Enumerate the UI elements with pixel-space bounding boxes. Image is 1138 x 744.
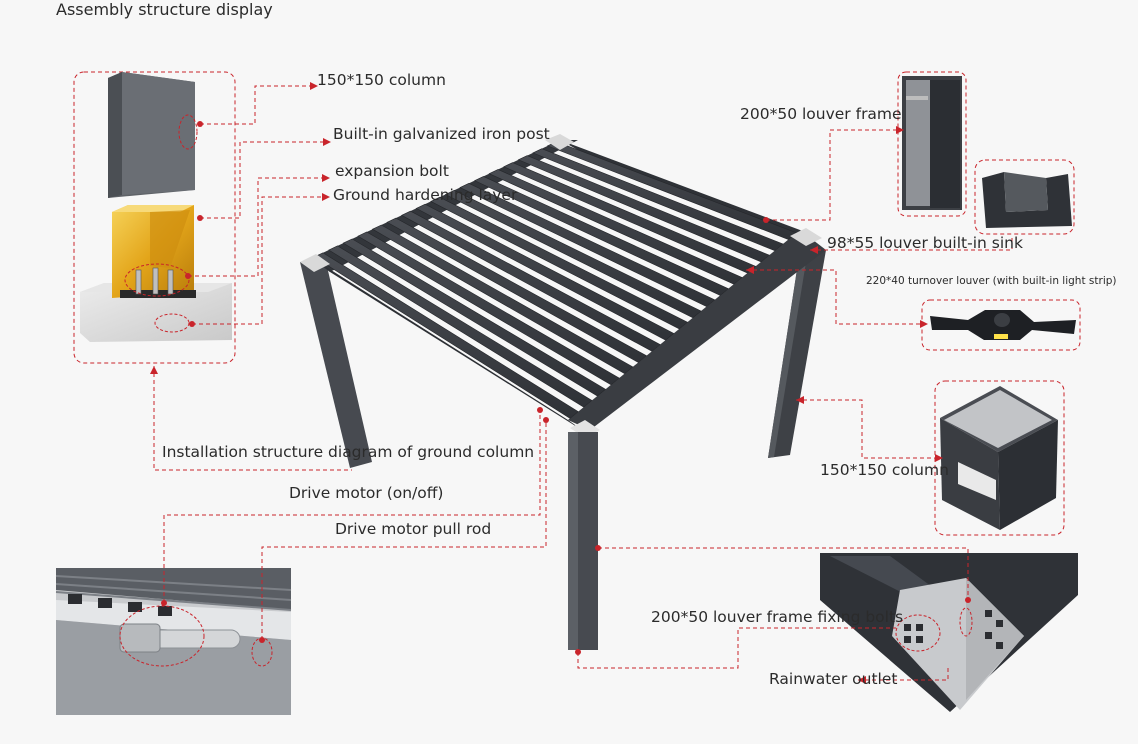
corner-bracket-icon xyxy=(820,553,1078,712)
louver-slat xyxy=(415,203,675,341)
pergola-illustration xyxy=(300,134,826,650)
label-150-column-right: 150*150 column xyxy=(820,461,949,479)
louver-slat xyxy=(503,162,757,274)
label-150-column-top: 150*150 column xyxy=(317,71,446,89)
louver-slat xyxy=(488,169,743,285)
louver-sink-profile-icon xyxy=(974,159,1075,235)
louver-slat xyxy=(459,183,716,307)
louver-slat xyxy=(342,238,607,397)
diagram-title: Assembly structure display xyxy=(56,0,273,19)
ground-column-footing-icon xyxy=(80,205,232,342)
louver-slat xyxy=(401,210,661,352)
louver-slats xyxy=(313,141,798,419)
louver-slat xyxy=(517,155,770,263)
louver-slat xyxy=(473,176,729,296)
label-drive-motor-pull-rod: Drive motor pull rod xyxy=(335,520,492,538)
label-rainwater-outlet: Rainwater outlet xyxy=(769,670,898,688)
louver-slat xyxy=(357,231,620,386)
louver-slat xyxy=(313,252,579,419)
louver-slat xyxy=(444,189,702,319)
label-louver-built-in-sink: 98*55 louver built-in sink xyxy=(827,234,1023,252)
turnover-louver-profile-icon xyxy=(921,299,1081,351)
leader-lines xyxy=(153,85,1013,681)
label-louver-frame: 200*50 louver frame xyxy=(740,105,902,123)
label-expansion-bolt: expansion bolt xyxy=(335,162,449,180)
leader-arrowheads xyxy=(150,82,971,684)
open-column-icon xyxy=(934,380,1065,536)
column-detail-icon xyxy=(73,71,236,364)
label-ground-hardening-layer: Ground hardening layer xyxy=(333,186,518,204)
label-installation-diagram: Installation structure diagram of ground… xyxy=(162,443,535,461)
louver-slat xyxy=(386,217,648,363)
label-drive-motor: Drive motor (on/off) xyxy=(289,484,444,502)
label-galvanized-iron-post: Built-in galvanized iron post xyxy=(333,125,550,143)
label-frame-fixing-bolts: 200*50 louver frame fixing bolts xyxy=(651,608,904,626)
louver-slat xyxy=(532,148,784,252)
drive-motor-detail-icon xyxy=(55,568,292,715)
louver-slat xyxy=(371,224,634,374)
louver-frame-profile-icon xyxy=(897,71,967,217)
label-turnover-louver: 220*40 turnover louver (with built-in li… xyxy=(866,275,1117,287)
louver-slat xyxy=(328,245,593,408)
louver-slat xyxy=(430,196,688,330)
